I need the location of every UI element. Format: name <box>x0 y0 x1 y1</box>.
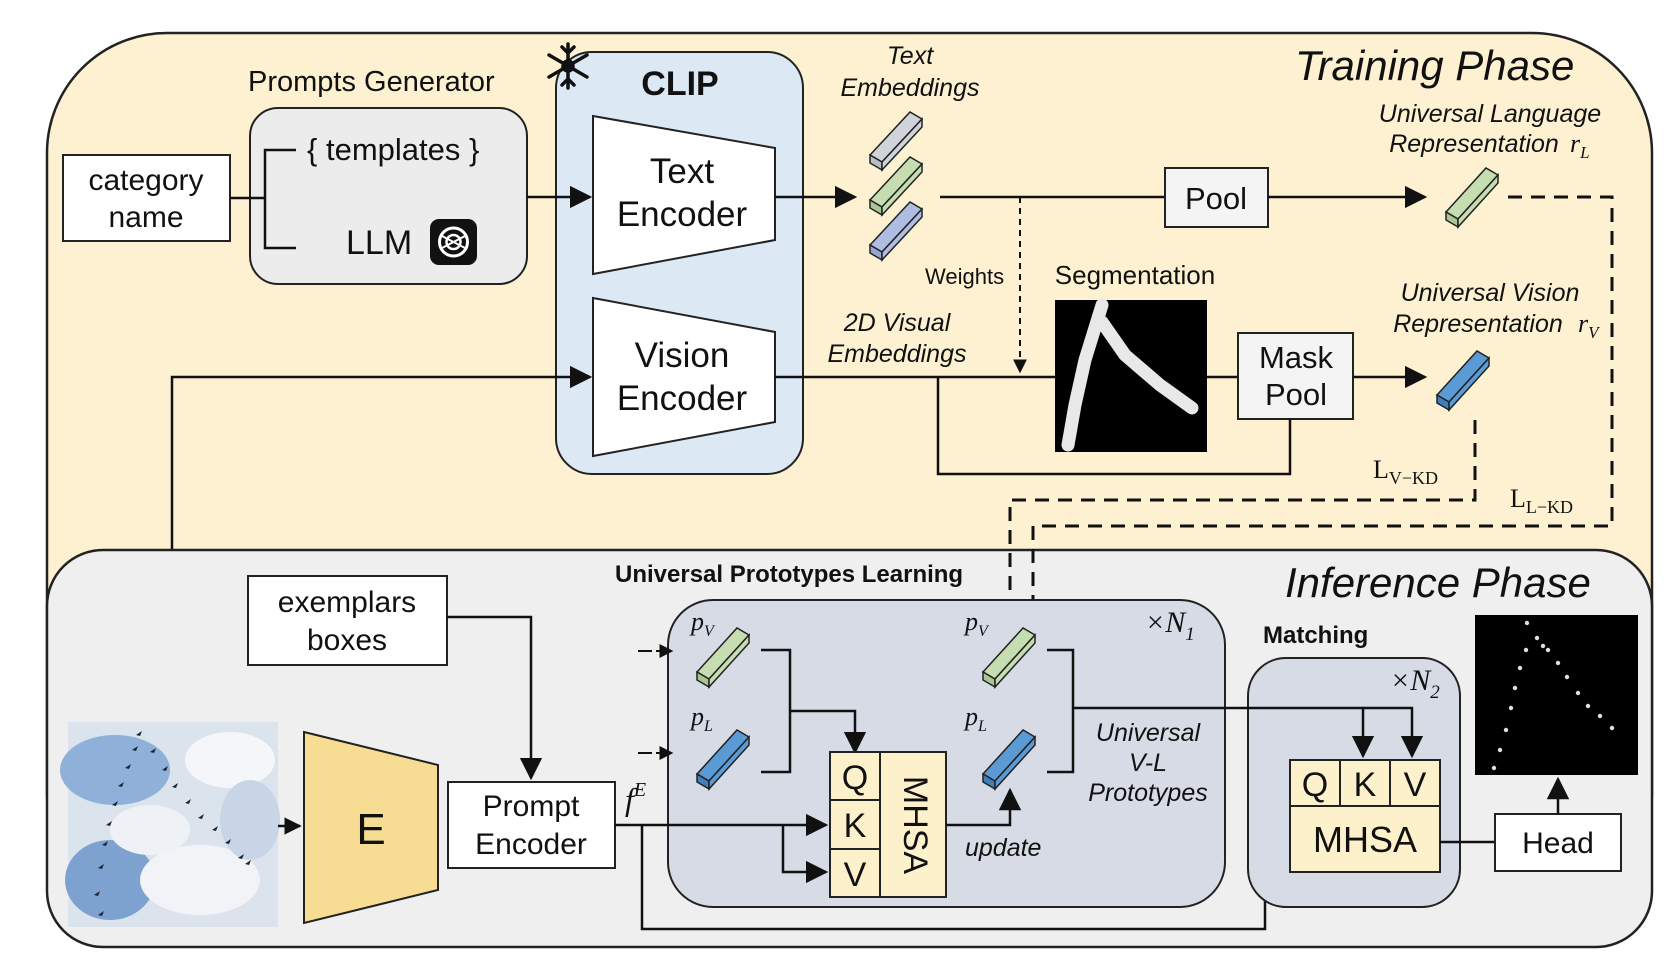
segmentation-mask-image <box>1055 298 1207 452</box>
universal-language-line1: Universal Language <box>1379 100 1601 128</box>
universal-vl-line1: Universal <box>1096 719 1202 747</box>
p-l-right-token <box>981 729 1037 791</box>
text-embeddings-line2: Embeddings <box>841 74 980 102</box>
vision-encoder-line2: Encoder <box>617 379 748 418</box>
snowflake-icon <box>547 42 589 90</box>
right-tokens-bracket <box>1047 648 1075 774</box>
fe-to-v-arrow <box>781 825 829 884</box>
matching-mhsa: MHSA <box>1313 819 1417 860</box>
exemplars-line2: boxes <box>307 624 387 657</box>
language-kd-dashed-line <box>1022 195 1614 625</box>
matching-v: V <box>1404 766 1427 804</box>
embeddings-bypass-line <box>936 377 1292 476</box>
update-label: update <box>965 834 1041 862</box>
training-phase-title: Training Phase <box>1295 42 1574 89</box>
pool-label: Pool <box>1185 181 1247 216</box>
openai-icon <box>430 219 477 265</box>
universal-language-line2: Representation <box>1389 130 1559 158</box>
p-v-right-token <box>981 627 1037 689</box>
mask-pool-box <box>1237 332 1354 420</box>
head-box <box>1494 813 1622 872</box>
input-image-birds <box>60 722 280 927</box>
universal-vision-symbol: rV <box>1578 309 1601 342</box>
vision-representation-token <box>1435 350 1491 412</box>
pool-box <box>1164 167 1269 228</box>
p-l-right: pL <box>963 702 987 735</box>
density-map-output <box>1475 615 1638 775</box>
p-v-left-token <box>695 627 751 689</box>
mhsa-update-arrow <box>946 787 1022 827</box>
p-l-left: pL <box>689 702 713 735</box>
text-encoder-line1: Text <box>650 152 714 191</box>
upl-q: Q <box>842 759 868 797</box>
llm-label: LLM <box>346 224 412 262</box>
exemplars-box <box>247 575 448 666</box>
exemplars-line1: exemplars <box>278 586 416 619</box>
visual-embeddings-line1: 2D Visual <box>843 309 952 337</box>
repeat-n2: ×N2 <box>1390 664 1440 703</box>
universal-vision-line1: Universal Vision <box>1401 279 1580 307</box>
prompt-encoder-line1: Prompt <box>483 790 580 823</box>
upl-v: V <box>844 856 867 894</box>
prototypes-to-v-arrow <box>1363 706 1424 759</box>
p-l-left-token <box>695 729 751 791</box>
prompt-encoder-line2: Encoder <box>475 828 587 861</box>
vision-encoder-trapezoid <box>592 296 776 458</box>
upl-attention-block <box>829 751 947 898</box>
category-name-line2: name <box>108 201 183 234</box>
language-representation-token <box>1444 167 1500 229</box>
universal-language-symbol: rL <box>1570 129 1590 162</box>
clip-title: CLIP <box>641 65 718 103</box>
category-name-line1: category <box>88 164 203 197</box>
universal-vision-line2: Representation <box>1393 310 1563 338</box>
text-encoder-line2: Encoder <box>617 195 748 234</box>
p-v-right: pV <box>963 607 990 640</box>
text-embeddings-line1: Text <box>887 42 934 70</box>
loss-l-kd: LL−KD <box>1510 484 1573 517</box>
upl-title: Universal Prototypes Learning <box>615 561 963 588</box>
mask-pool-line1: Mask <box>1259 340 1334 375</box>
exemplars-to-prompt-arrow <box>447 615 543 781</box>
universal-vl-line3: Prototypes <box>1088 779 1208 807</box>
text-embedding-token-2 <box>868 156 924 217</box>
image-encoder-label: E <box>356 805 385 854</box>
repeat-n1: ×N1 <box>1145 606 1195 645</box>
matching-title: Matching <box>1263 622 1368 649</box>
templates-label: { templates } <box>307 132 479 167</box>
prompt-encoder-box <box>447 781 616 869</box>
text-embedding-token-3 <box>868 201 924 262</box>
weights-label: Weights <box>925 264 1004 289</box>
category-name-box <box>62 154 231 242</box>
tokens-to-q-arrow <box>790 709 867 755</box>
matching-k: K <box>1354 766 1377 804</box>
matching-q: Q <box>1302 766 1328 804</box>
upl-k: K <box>844 807 867 845</box>
matching-attention-block <box>1289 759 1441 873</box>
universal-vl-line2: V-L <box>1129 749 1167 777</box>
loss-v-kd: LV−KD <box>1373 455 1438 488</box>
image-encoder-e <box>303 730 439 925</box>
upl-mhsa: MHSA <box>896 776 934 875</box>
segmentation-label: Segmentation <box>1055 260 1215 290</box>
mask-pool-line2: Pool <box>1265 377 1327 412</box>
text-encoder-trapezoid <box>592 114 776 276</box>
visual-embeddings-line2: Embeddings <box>828 340 967 368</box>
vision-encoder-line1: Vision <box>635 336 730 375</box>
inference-phase-title: Inference Phase <box>1285 559 1591 606</box>
p-v-left: pV <box>689 607 716 640</box>
prompts-generator-title: Prompts Generator <box>248 66 495 98</box>
head-label: Head <box>1522 827 1594 860</box>
text-embedding-token-1 <box>868 111 924 172</box>
